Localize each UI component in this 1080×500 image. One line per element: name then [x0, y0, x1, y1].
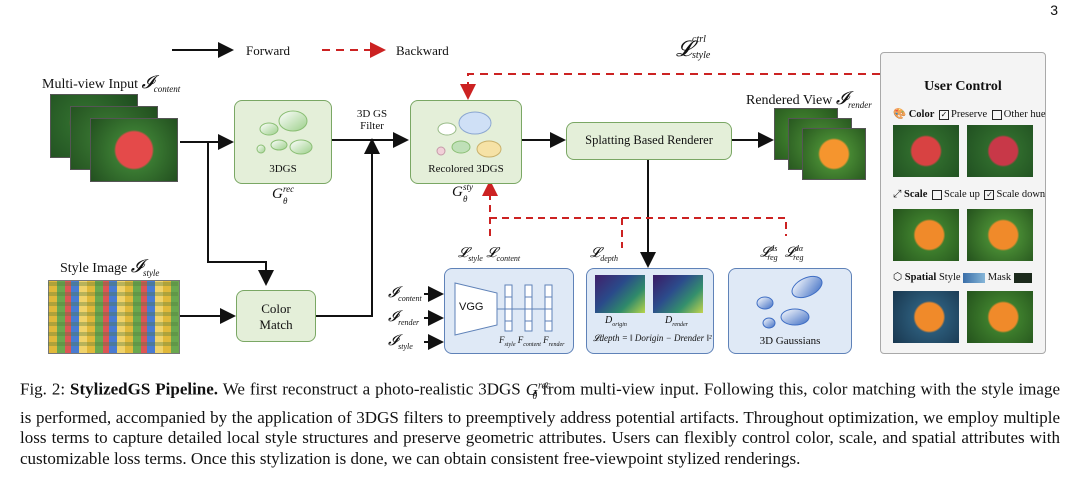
scale-down-checkbox[interactable]: ✓: [984, 189, 995, 200]
vgg-network-icon: [454, 282, 553, 336]
gs-filter-label: 3D GS Filter: [356, 108, 388, 132]
rendered-view-label: Rendered View 𝓘render: [746, 88, 872, 110]
node-3dgs-label: 3DGS: [269, 163, 297, 175]
style-image-label: Style Image 𝓘style: [60, 256, 160, 278]
color-match-line1: Color: [261, 301, 291, 316]
style-image: [48, 280, 180, 354]
loss-style-content-label: 𝓛style 𝓛content: [458, 246, 521, 263]
node-recolored-label: Recolored 3DGS: [428, 163, 504, 175]
color-preserve-image: [893, 125, 959, 177]
node-vgg-loss: VGG Fstyle Fcontent Frender: [444, 268, 574, 354]
user-control-panel: User Control 🎨 Color ✓Preserve Other hue…: [880, 52, 1046, 354]
color-hue-image: [967, 125, 1033, 177]
other-hue-checkbox[interactable]: [991, 109, 1002, 120]
gaussians-label: 3D Gaussians: [759, 335, 821, 347]
spatial-mask-image: [967, 291, 1033, 343]
multiview-input-label: Multi-view Input 𝓘content: [42, 72, 181, 94]
palette-icon: 🎨: [893, 109, 907, 120]
colored-blobs-icon: [436, 111, 502, 158]
blue-blobs-icon: [756, 275, 823, 329]
caption-g-rec: Grecθ: [525, 379, 551, 403]
d-origin-label: Dorigin: [605, 315, 627, 328]
vgg-feature-labels: Fstyle Fcontent Frender: [499, 335, 565, 348]
style-swatch: [963, 272, 986, 283]
scale-down-image: [967, 209, 1033, 261]
scale-up-image: [893, 209, 959, 261]
scale-up-checkbox[interactable]: [931, 189, 942, 200]
page-number: 3: [1050, 2, 1058, 18]
color-match-line2: Match: [259, 317, 293, 332]
multiview-photos: [50, 94, 180, 184]
rendered-view-photos: [774, 108, 874, 188]
figure-caption: Fig. 2: StylizedGS Pipeline. We first re…: [20, 376, 1060, 469]
scale-control-row: ⤢ Scale Scale up ✓Scale down: [893, 189, 1046, 200]
preserve-checkbox[interactable]: ✓: [939, 109, 949, 120]
legend-backward: Backward: [396, 43, 449, 58]
spatial-style-image: [893, 291, 959, 343]
node-color-match: Color Match: [236, 290, 316, 342]
caption-text1: We first reconstruct a photo-realistic 3…: [222, 379, 521, 399]
renderer-label: Splatting Based Renderer: [585, 133, 713, 147]
caption-title: StylizedGS Pipeline.: [70, 379, 219, 399]
vgg-label: VGG: [459, 301, 484, 313]
depth-formula: 𝓛depth = ‖ Dorigin − Drender ‖²: [593, 333, 712, 343]
cube-icon: ⬡: [893, 272, 903, 283]
loss-depth-label: 𝓛depth: [590, 246, 618, 263]
node-recolored-3dgs: Recolored 3DGS: [410, 100, 522, 184]
user-control-title: User Control: [924, 79, 1002, 94]
node-3dgs: 3DGS: [234, 100, 332, 184]
mask-swatch: [1013, 272, 1032, 283]
gaussian-blobs-icon: [256, 110, 313, 155]
scale-icon: ⤢: [893, 189, 902, 200]
node-depth-loss: Dorigin Drender 𝓛depth = ‖ Dorigin − Dre…: [586, 268, 714, 354]
node-renderer: Splatting Based Renderer: [566, 122, 732, 160]
vgg-input-render: 𝓘render: [388, 309, 420, 327]
d-render-label: Drender: [665, 315, 689, 328]
depth-render-image: [653, 275, 703, 313]
caption-text2: from multi-view input. Following this, c…: [20, 379, 1060, 468]
depth-origin-image: [595, 275, 645, 313]
spatial-control-row: ⬡ Spatial Style Mask: [893, 271, 1032, 283]
caption-prefix: Fig. 2:: [20, 379, 66, 399]
vgg-input-style: 𝓘style: [388, 333, 413, 351]
node-3d-gaussians: 3D Gaussians: [728, 268, 852, 354]
pipeline-diagram: [172, 42, 880, 350]
style-image-overlay: [48, 280, 178, 352]
vgg-input-content: 𝓘content: [388, 285, 422, 303]
color-control-row: 🎨 Color ✓Preserve Other hue: [893, 109, 1046, 120]
loss-reg-label: 𝓛dsreg 𝓛dαreg: [760, 244, 804, 263]
legend-forward: Forward: [246, 43, 291, 58]
